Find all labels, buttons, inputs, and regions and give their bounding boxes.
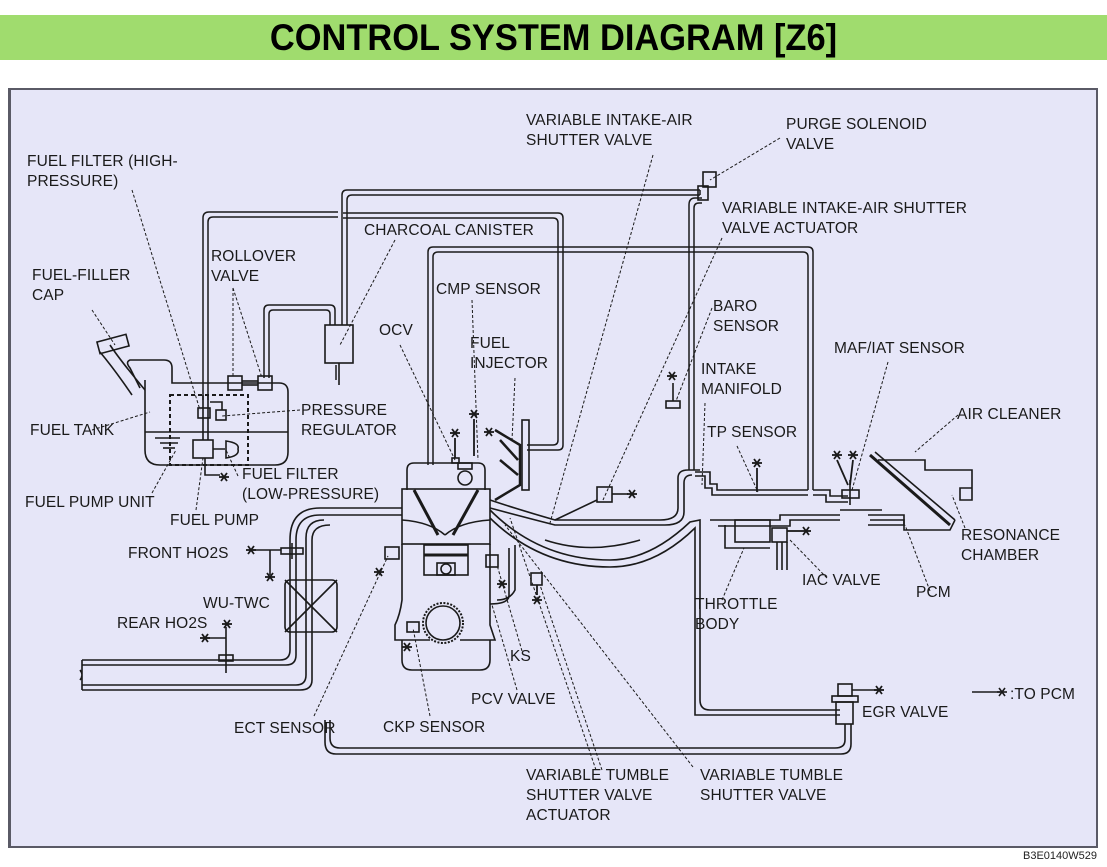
label-front-ho2s: FRONT HO2S bbox=[128, 545, 229, 562]
label-ect-sensor: ECT SENSOR bbox=[234, 720, 336, 737]
diagram-panel bbox=[8, 88, 1098, 848]
label-pcv-valve: PCV VALVE bbox=[471, 691, 556, 708]
label-baro-sensor: BARO SENSOR bbox=[713, 298, 780, 335]
fuel-tank bbox=[95, 333, 289, 466]
baro-sensor-shape bbox=[665, 383, 681, 409]
intake-tract bbox=[489, 451, 973, 716]
leader-lines bbox=[91, 137, 966, 771]
label-variable-intake-air-shutter-valve: VARIABLE INTAKE-AIR SHUTTER VALVE bbox=[526, 112, 693, 149]
label-ks: KS bbox=[510, 648, 531, 665]
legend-symbol bbox=[972, 687, 1007, 697]
rollover-valve-shapes bbox=[227, 375, 273, 391]
label-resonance-chamber: RESONANCE CHAMBER bbox=[961, 527, 1061, 564]
pcv-hose bbox=[489, 545, 516, 605]
vis-actuator-shape bbox=[554, 486, 628, 521]
label-throttle-body: THROTTLE BODY bbox=[695, 596, 778, 633]
label-pcm: PCM bbox=[916, 584, 951, 601]
label-cmp-sensor: CMP SENSOR bbox=[436, 281, 541, 298]
label-wu-twc: WU-TWC bbox=[203, 595, 270, 612]
figure-code: B3E0140W529 bbox=[1023, 850, 1097, 862]
label-variable-tumble-shutter-valve: VARIABLE TUMBLE SHUTTER VALVE bbox=[700, 767, 844, 804]
label-intake-manifold: INTAKE MANIFOLD bbox=[701, 361, 782, 398]
label-fuel-filter-low-pressure: FUEL FILTER (LOW-PRESSURE) bbox=[242, 466, 380, 503]
label-tp-sensor: TP SENSOR bbox=[707, 424, 798, 441]
fuel-injector-shape bbox=[494, 419, 530, 502]
evap-hoses bbox=[202, 189, 814, 490]
charcoal-canister-shape bbox=[324, 324, 354, 385]
label-maf-iat-sensor: MAF/IAT SENSOR bbox=[834, 340, 965, 357]
label-ocv: OCV bbox=[379, 322, 413, 339]
engine-block bbox=[384, 457, 543, 671]
label-rear-ho2s: REAR HO2S bbox=[117, 615, 208, 632]
label-purge-solenoid-valve: PURGE SOLENOID VALVE bbox=[786, 116, 927, 153]
label-variable-tumble-shutter-valve-actuator: VARIABLE TUMBLE SHUTTER VALVE ACTUATOR bbox=[526, 767, 670, 824]
label-variable-intake-air-shutter-valve-actuator: VARIABLE INTAKE-AIR SHUTTER VALVE ACTUAT… bbox=[722, 200, 968, 237]
label-fuel-pump-unit: FUEL PUMP UNIT bbox=[25, 494, 155, 511]
page-title: CONTROL SYSTEM DIAGRAM [Z6] bbox=[269, 17, 838, 58]
purge-solenoid-shape bbox=[697, 171, 717, 201]
title-bar bbox=[0, 15, 1107, 60]
label-fuel-injector: FUEL INJECTOR bbox=[470, 335, 549, 372]
egr-valve-shape bbox=[324, 683, 878, 755]
label-fuel-tank: FUEL TANK bbox=[30, 422, 115, 439]
fuel-pump-unit-shapes bbox=[192, 395, 240, 476]
label-charcoal-canister: CHARCOAL CANISTER bbox=[364, 222, 534, 239]
label-fuel-filler-cap: FUEL-FILLER CAP bbox=[32, 267, 131, 304]
label-fuel-filter-high-pressure: FUEL FILTER (HIGH- PRESSURE) bbox=[27, 153, 178, 190]
label-egr-valve: EGR VALVE bbox=[862, 704, 949, 721]
label-air-cleaner: AIR CLEANER bbox=[957, 406, 1062, 423]
label-fuel-pump: FUEL PUMP bbox=[170, 512, 260, 529]
label-iac-valve: IAC VALVE bbox=[802, 572, 881, 589]
label-rollover-valve: ROLLOVER VALVE bbox=[211, 248, 297, 285]
legend-text: :TO PCM bbox=[1010, 686, 1076, 703]
label-pressure-regulator: PRESSURE REGULATOR bbox=[301, 402, 397, 439]
label-ckp-sensor: CKP SENSOR bbox=[383, 719, 486, 736]
exhaust-system bbox=[79, 507, 402, 691]
